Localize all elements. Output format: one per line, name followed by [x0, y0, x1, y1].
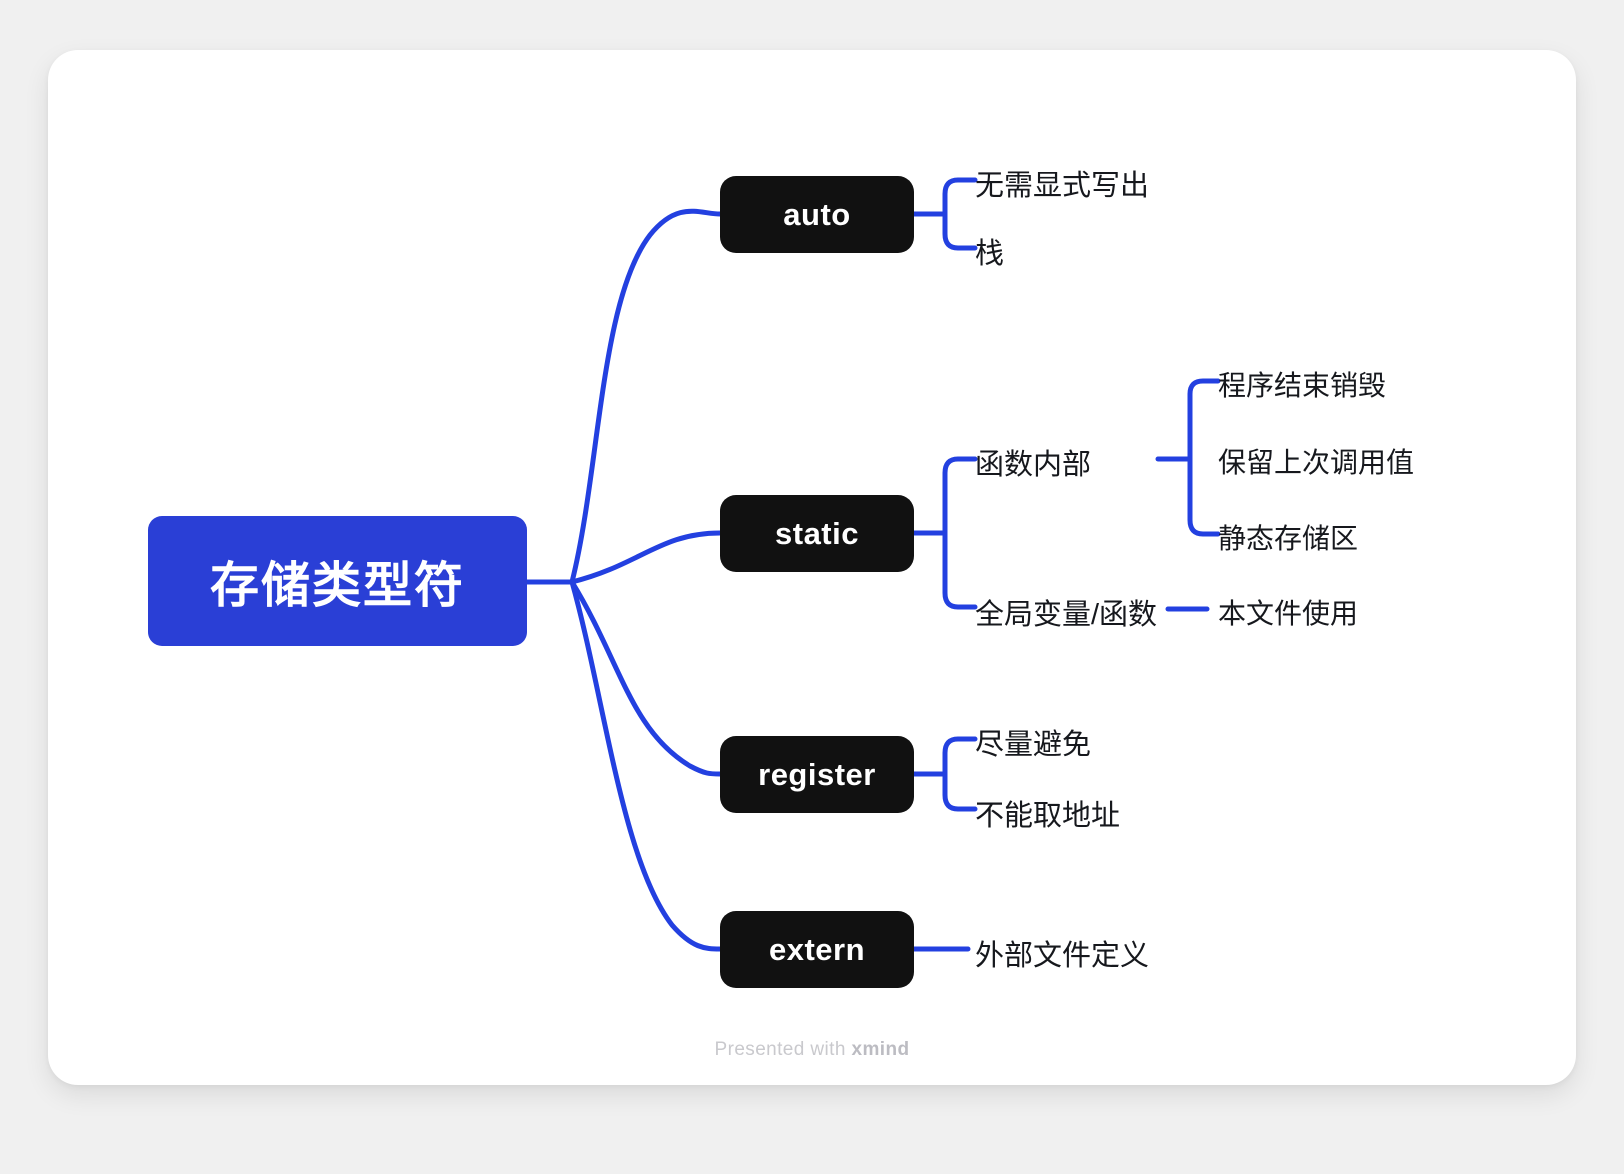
footer-prefix: Presented with [714, 1039, 852, 1060]
leaf-auto-child-1-label: 栈 [975, 238, 1005, 270]
topic-node-static-label: static [775, 515, 859, 551]
leaf-hanshunabu-child-0-label: 程序结束销毁 [1218, 370, 1387, 401]
leaf-auto-child-1[interactable]: 栈 [975, 230, 1004, 272]
topic-node-extern[interactable]: extern [720, 911, 914, 988]
topic-node-auto[interactable]: auto [720, 176, 914, 253]
leaf-hanshunabu-child-1-label: 保留上次调用值 [1218, 447, 1415, 478]
leaf-quanju-child-0[interactable]: 本文件使用 [1218, 592, 1358, 632]
topic-node-register[interactable]: register [720, 736, 914, 813]
leaf-register-child-1-label: 不能取地址 [975, 800, 1121, 832]
footer-brand: xmind [851, 1039, 910, 1060]
topic-node-register-label: register [758, 756, 876, 792]
leaf-static-child-1[interactable]: 全局变量/函数 [975, 591, 1157, 633]
leaf-register-child-0-label: 尽量避免 [975, 729, 1092, 761]
leaf-quanju-child-0-label: 本文件使用 [1218, 598, 1359, 629]
root-node[interactable]: 存储类型符 [148, 516, 527, 646]
leaf-static-child-0[interactable]: 函数内部 [975, 441, 1091, 483]
leaf-register-child-0[interactable]: 尽量避免 [975, 721, 1091, 763]
leaf-hanshunabu-child-1[interactable]: 保留上次调用值 [1218, 441, 1414, 481]
topic-node-auto-label: auto [783, 196, 851, 232]
leaf-static-child-1-label: 全局变量/函数 [975, 599, 1158, 631]
leaf-extern-child-0[interactable]: 外部文件定义 [975, 932, 1149, 974]
leaf-hanshunabu-child-2[interactable]: 静态存储区 [1218, 517, 1358, 557]
leaf-static-child-0-label: 函数内部 [975, 449, 1092, 481]
leaf-hanshunabu-child-0[interactable]: 程序结束销毁 [1218, 364, 1386, 404]
leaf-extern-child-0-label: 外部文件定义 [975, 940, 1150, 972]
topic-node-static[interactable]: static [720, 495, 914, 572]
leaf-hanshunabu-child-2-label: 静态存储区 [1218, 523, 1359, 554]
topic-node-extern-label: extern [768, 931, 866, 967]
footer-watermark: Presented with xmind [0, 1039, 1624, 1061]
leaf-auto-child-0-label: 无需显式写出 [975, 170, 1150, 202]
leaf-register-child-1[interactable]: 不能取地址 [975, 792, 1120, 834]
leaf-auto-child-0[interactable]: 无需显式写出 [975, 162, 1149, 204]
root-node-label: 存储类型符 [209, 558, 465, 613]
